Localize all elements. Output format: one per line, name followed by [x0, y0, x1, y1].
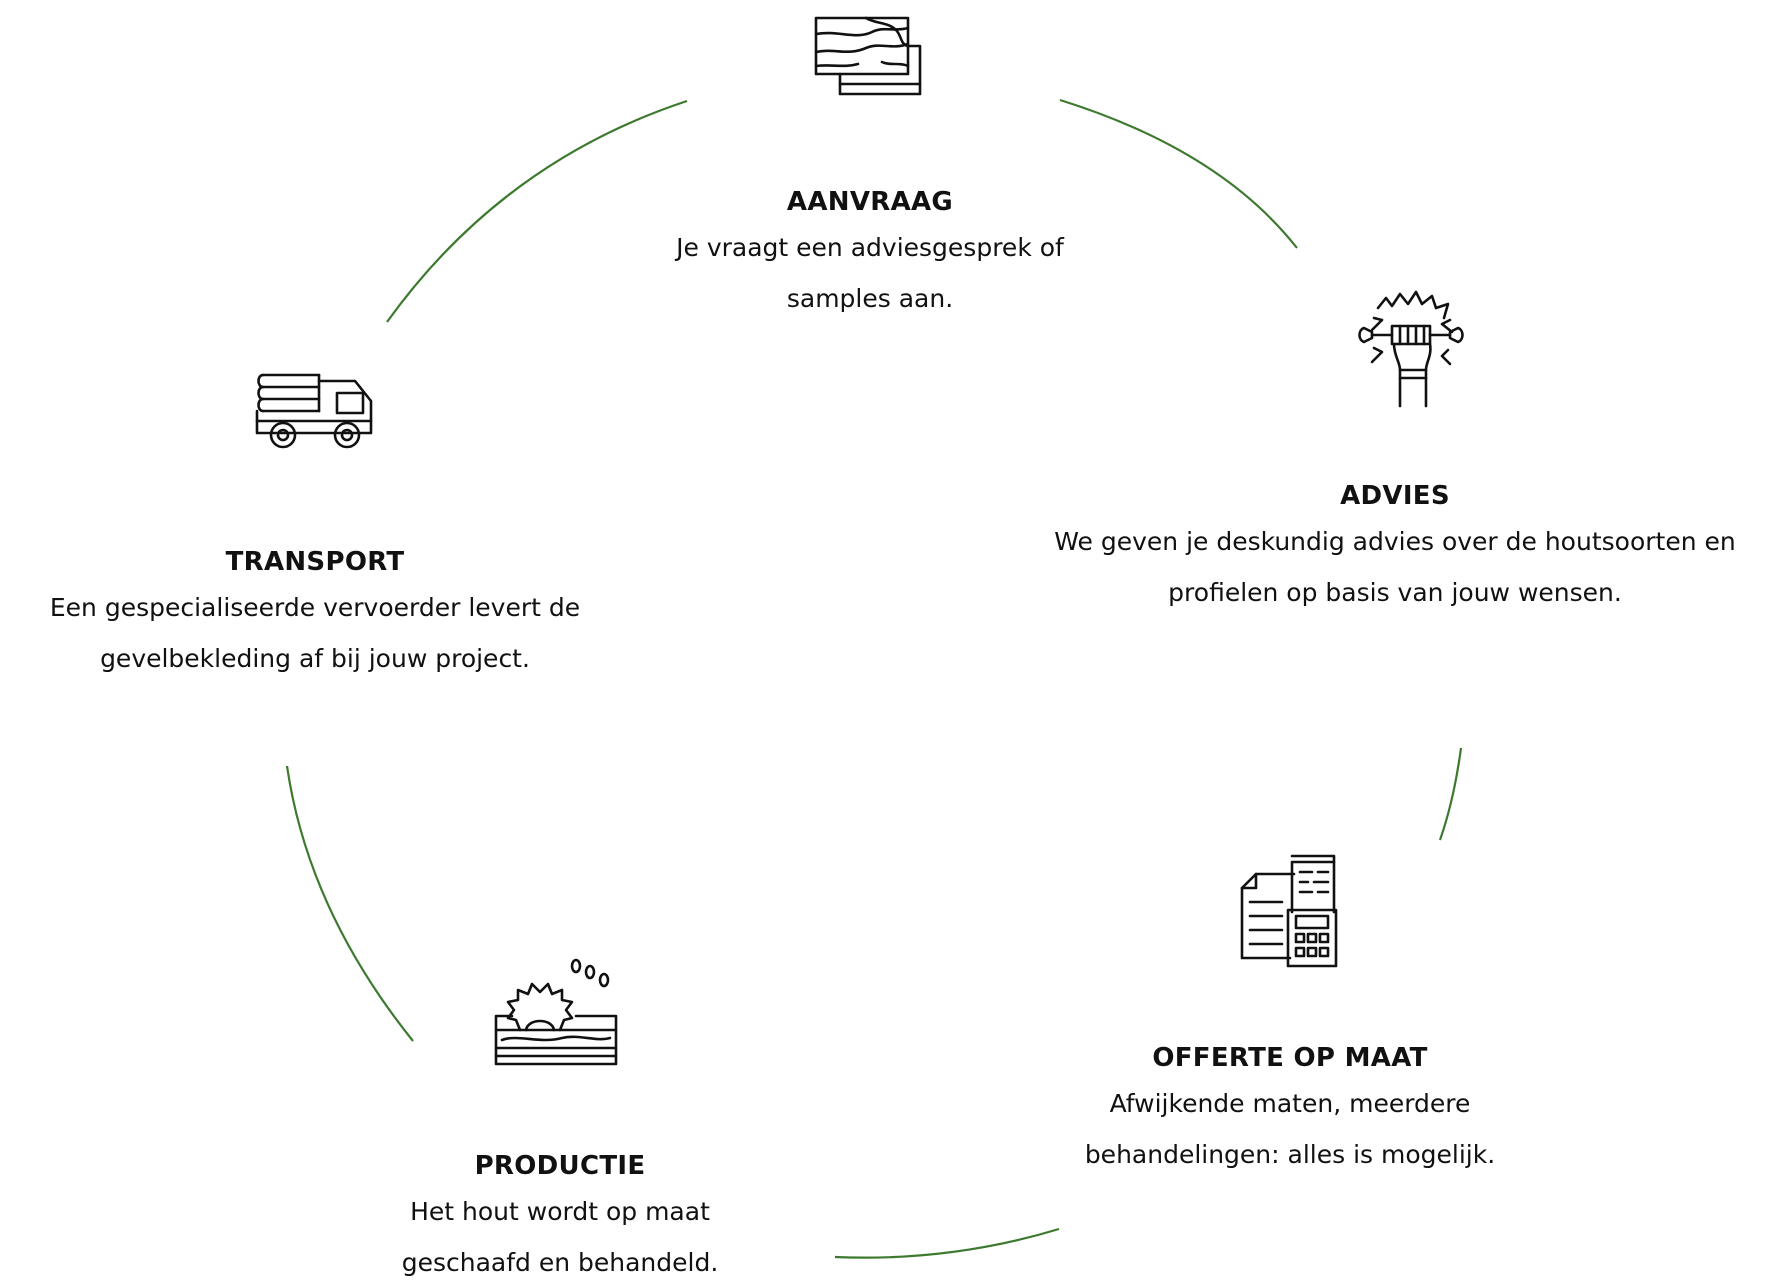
step-description: Je vraagt een adviesgesprek of samples a…	[600, 222, 1140, 324]
step-description: Het hout wordt op maat geschaafd en beha…	[330, 1186, 790, 1288]
step-title: AANVRAAG	[786, 187, 954, 217]
timber-truck-icon	[253, 371, 377, 453]
step-description-line: Afwijkende maten, meerdere	[1109, 1089, 1471, 1118]
ring-arc-offerte-productie	[834, 1227, 1060, 1259]
step-title: ADVIES	[1340, 481, 1450, 511]
step-productie: PRODUCTIE Het hout wordt op maat geschaa…	[330, 1146, 790, 1288]
ring-arc-productie-transport	[285, 765, 414, 1042]
step-description: Een gespecialiseerde vervoerder levert d…	[15, 582, 615, 684]
circular-saw-icon	[492, 956, 620, 1068]
step-transport: TRANSPORT Een gespecialiseerde vervoerde…	[15, 542, 615, 684]
step-description-line: gevelbekleding af bij jouw project.	[100, 644, 530, 673]
calculator-invoice-icon	[1238, 852, 1342, 968]
step-offerte-op-maat: OFFERTE OP MAAT Afwijkende maten, meerde…	[1030, 1038, 1550, 1180]
step-description-line: Je vraagt een adviesgesprek of	[676, 233, 1064, 262]
step-description-line: We geven je deskundig advies over de hou…	[1054, 527, 1736, 556]
step-aanvraag: AANVRAAG Je vraagt een adviesgesprek of …	[600, 182, 1140, 324]
ring-arc-transport-aanvraag	[386, 99, 688, 323]
step-description-line: profielen op basis van jouw wensen.	[1168, 578, 1622, 607]
ring-arc-advies-offerte	[1438, 747, 1463, 841]
step-description-line: behandelingen: alles is mogelijk.	[1084, 1140, 1496, 1169]
step-title: OFFERTE OP MAAT	[1152, 1043, 1428, 1073]
step-title: PRODUCTIE	[474, 1151, 646, 1181]
step-description-line: Het hout wordt op maat	[410, 1197, 710, 1226]
step-description-line: geschaafd en behandeld.	[401, 1248, 719, 1277]
wood-planks-icon	[810, 10, 928, 100]
step-title: TRANSPORT	[225, 547, 405, 577]
ring-arc-aanvraag-advies	[1059, 98, 1298, 249]
step-description: We geven je deskundig advies over de hou…	[1030, 516, 1760, 618]
step-description-line: Een gespecialiseerde vervoerder levert d…	[49, 593, 581, 622]
fist-wrench-icon	[1356, 290, 1466, 410]
step-description: Afwijkende maten, meerdere behandelingen…	[1030, 1078, 1550, 1180]
step-advies: ADVIES We geven je deskundig advies over…	[1030, 476, 1760, 618]
step-description-line: samples aan.	[786, 284, 954, 313]
